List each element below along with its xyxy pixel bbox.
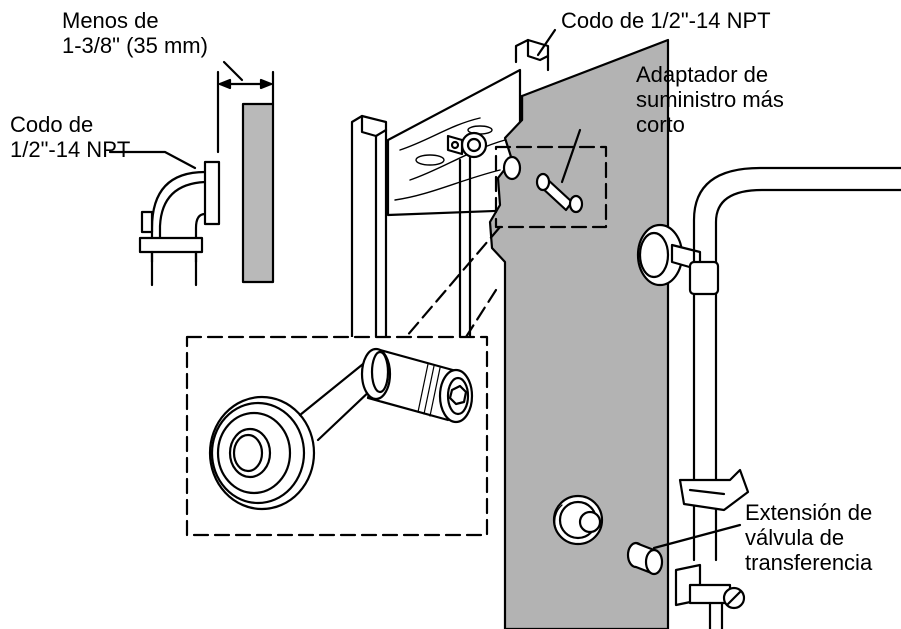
wall-section xyxy=(241,102,275,284)
label-extension-line1: Extensión de xyxy=(745,500,873,525)
elbow-fitting xyxy=(138,160,221,287)
thread-tape-roll xyxy=(208,358,394,511)
adapter-detail xyxy=(360,347,474,424)
shower-panel xyxy=(488,38,670,629)
label-elbow-top: Codo de 1/2"-14 NPT xyxy=(561,8,771,33)
label-adapter-line1: Adaptador de xyxy=(636,62,769,87)
label-adapter-line3: corto xyxy=(636,112,685,137)
callout-leaders xyxy=(404,225,502,339)
label-elbow-left-line1: Codo de xyxy=(10,112,94,137)
clearance-detail xyxy=(108,60,275,287)
shower-rail xyxy=(626,166,901,629)
short-adapter xyxy=(535,128,584,214)
callout-detail xyxy=(185,335,489,537)
label-extension-line3: transferencia xyxy=(745,550,873,575)
label-clearance-line1: Menos de xyxy=(62,8,159,33)
callout-small xyxy=(494,145,608,229)
label-clearance-line2: 1-3/8" (35 mm) xyxy=(62,33,208,58)
label-extension-line2: válvula de xyxy=(745,525,845,550)
label-adapter-line2: suministro más xyxy=(636,87,784,112)
label-elbow-left-line2: 1/2"-14 NPT xyxy=(10,137,131,162)
